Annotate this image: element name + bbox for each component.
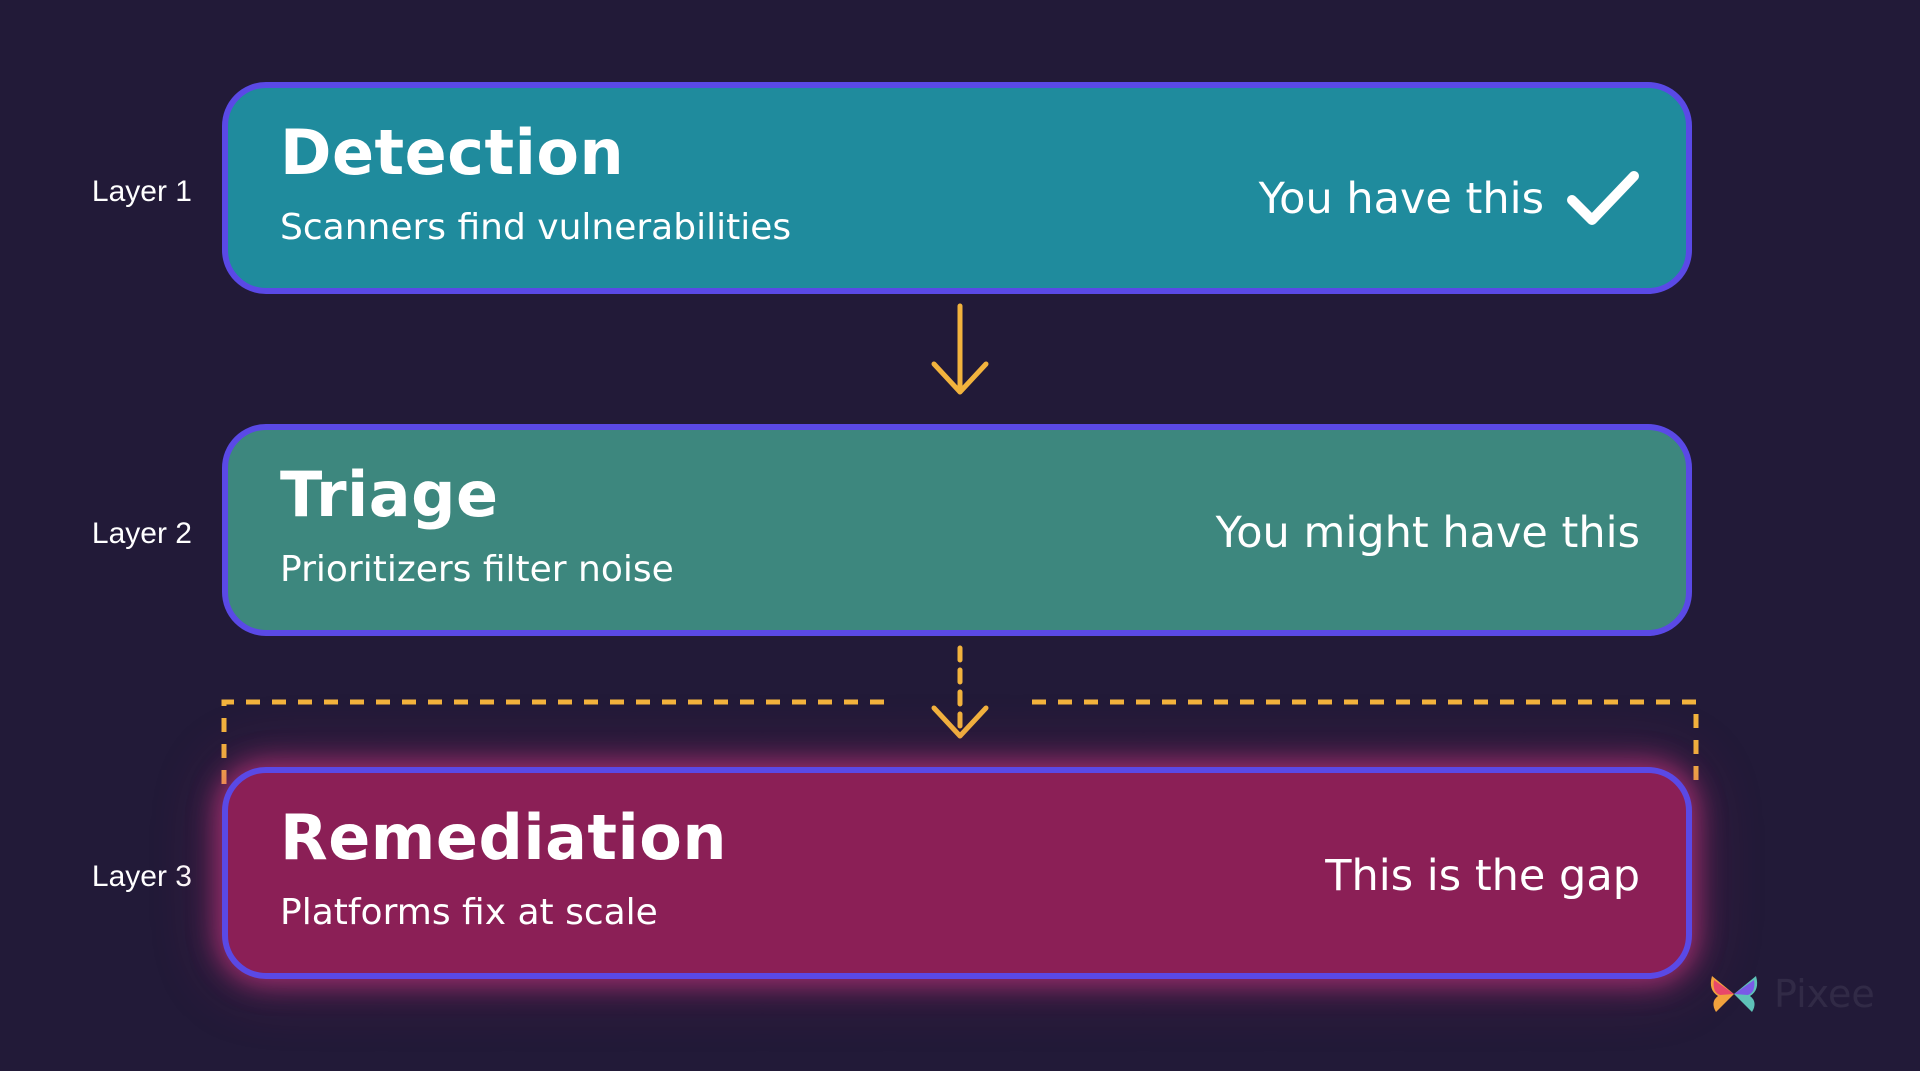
arrow-head-2 — [931, 705, 989, 739]
layer-2-status: You might have this — [1216, 512, 1640, 555]
checkmark-icon — [1566, 170, 1640, 228]
layer-3-status-text: This is the gap — [1325, 851, 1640, 901]
layer-3-label: Layer 3 — [91, 860, 192, 893]
layer-3-title: Remediation — [280, 801, 728, 874]
solid-arrow-layer1-to-layer2 — [931, 303, 989, 395]
arrow-head-1 — [931, 361, 989, 395]
layer-2-box: Triage Prioritizers filter noise You mig… — [222, 424, 1692, 636]
layer-3-status: This is the gap — [1325, 855, 1640, 898]
layer-2-status-text: You might have this — [1215, 508, 1640, 558]
gap-dashed-bracket-right — [1032, 699, 1699, 784]
layer-1-status-text: You have this — [1258, 173, 1544, 224]
layer-2-title: Triage — [280, 458, 499, 531]
layer-1-subtitle: Scanners find vulnerabilities — [280, 207, 792, 248]
layer-3-box: Remediation Platforms fix at scale This … — [222, 767, 1692, 979]
gap-dashed-bracket-left — [221, 699, 888, 784]
butterfly-logo-icon — [1710, 976, 1758, 1012]
layer-3-subtitle: Platforms fix at scale — [280, 892, 658, 933]
layer-1-label: Layer 1 — [91, 175, 192, 208]
layer-1-status: You have this — [1259, 170, 1640, 228]
layer-1-title: Detection — [280, 116, 625, 189]
layer-2-subtitle: Prioritizers filter noise — [280, 549, 674, 590]
layer-1-box: Detection Scanners find vulnerabilities … — [222, 82, 1692, 294]
dashed-arrow-layer2-to-layer3 — [931, 645, 989, 739]
pixee-logo: Pixee — [1706, 972, 1875, 1016]
logo-text: Pixee — [1774, 972, 1875, 1016]
layer-2-label: Layer 2 — [91, 517, 192, 550]
